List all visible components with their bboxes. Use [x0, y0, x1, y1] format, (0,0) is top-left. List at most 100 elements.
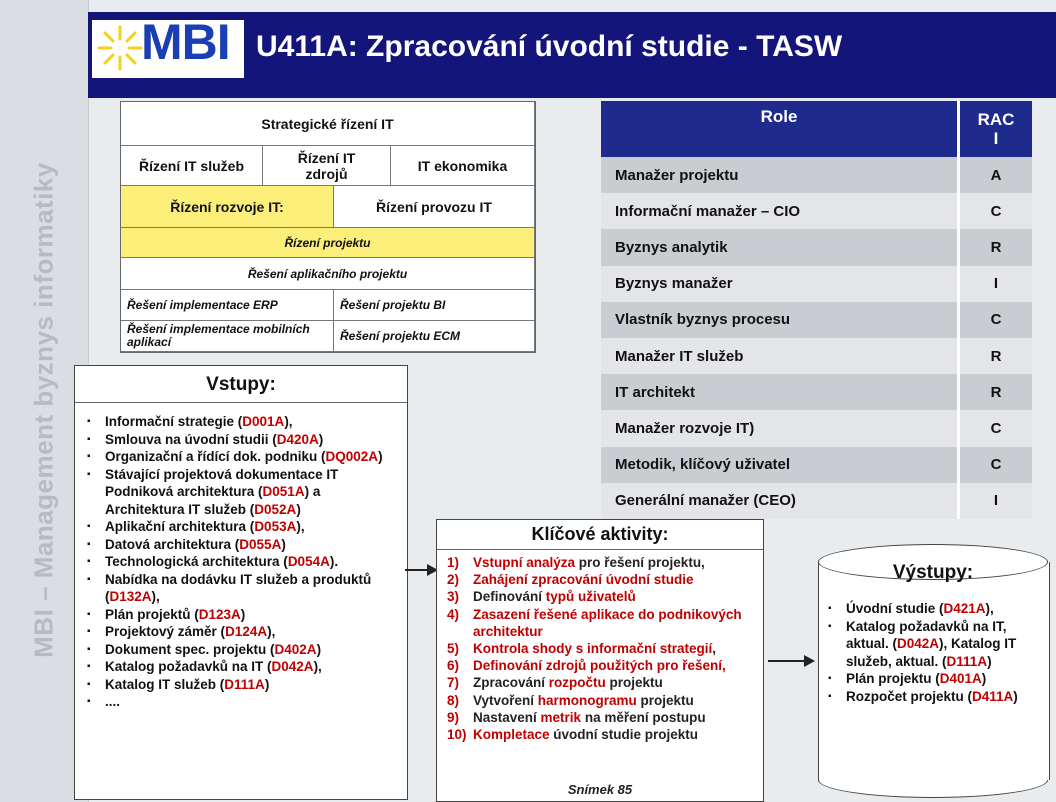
activity-number: 2): [447, 572, 460, 588]
document-code: D402A: [274, 641, 317, 657]
input-item: Informační strategie (D001A),: [87, 413, 395, 431]
input-item-text: ) a Architektura IT služeb (: [105, 484, 321, 517]
input-item: Aplikační architektura (D053A),: [87, 518, 395, 536]
input-item-text: Katalog požadavků na IT (: [105, 659, 272, 674]
title-bar: [88, 12, 1056, 98]
activity-highlight: harmonogramu: [537, 692, 637, 708]
activity-text: ,: [712, 641, 717, 657]
activity-text: Kompletace: [473, 727, 550, 743]
input-item-text: Organizační a řídící dok. podniku (: [105, 449, 326, 464]
grid-cell-bi: Řešení projektu BI: [334, 290, 535, 321]
activity-text: Zahájení zpracování úvodní studie: [473, 572, 694, 588]
raci-role-cell: Generální manažer (CEO): [601, 482, 957, 519]
key-activities-title: Klíčové aktivity:: [531, 524, 669, 544]
activity-item: 5)Kontrola shody s informační strategií,: [447, 640, 757, 657]
activity-text: pro řešení projektu,: [575, 555, 705, 570]
input-item-text: Datová architektura (: [105, 536, 240, 552]
inputs-title: Vstupy:: [206, 374, 276, 395]
input-item: Dokument spec. projektu (D402A): [87, 641, 395, 659]
document-code: D053A: [254, 519, 297, 534]
activity-highlight: typů uživatelů: [545, 589, 636, 605]
activity-text: Zasazení řešené aplikace do podnikových …: [473, 606, 742, 639]
raci-role-cell: Metodik, klíčový uživatel: [601, 446, 957, 483]
activity-number: 8): [447, 692, 460, 708]
input-item: Projektový záměr (D124A),: [87, 623, 395, 641]
input-item-text: ),: [284, 414, 293, 429]
activity-text: projektu: [605, 675, 663, 691]
grid-cell-project-management: Řízení projektu: [121, 228, 535, 258]
input-item: Datová architektura (D055A): [87, 536, 395, 554]
raci-role-cell: Manažer rozvoje IT): [601, 410, 957, 447]
input-item-text: ),: [296, 519, 305, 534]
raci-value-cell: I: [957, 482, 1032, 519]
activity-text: úvodní studie projektu: [549, 727, 699, 743]
activity-number: 4): [447, 606, 460, 622]
key-activities-box: Klíčové aktivity: 1)Vstupní analýza pro …: [436, 519, 764, 802]
input-item-text: Katalog IT služeb (: [105, 676, 225, 692]
activity-text: Zpracování: [473, 675, 549, 691]
inputs-list: Informační strategie (D001A),Smlouva na …: [87, 413, 395, 711]
input-item-text: ),: [267, 624, 276, 639]
input-item-text: Stávající projektová dokumentace IT Podn…: [105, 466, 339, 500]
output-item-text: ): [1013, 688, 1018, 704]
activity-text: Vstupní analýza: [473, 555, 576, 570]
activity-item: 4) Zasazení řešené aplikace do podnikovýc…: [447, 606, 757, 640]
document-code: D051A: [262, 484, 305, 499]
document-code: D055A: [239, 536, 282, 552]
input-item-text: ): [378, 449, 383, 464]
document-code: D132A: [109, 589, 152, 604]
sun-icon: [97, 25, 143, 71]
input-item: Smlouva na úvodní studii (D420A): [87, 431, 395, 449]
raci-value-cell: R: [957, 338, 1032, 375]
activity-text: na měření postupu: [581, 709, 706, 725]
page-title: U411A: Zpracování úvodní studie - TASW: [256, 30, 843, 63]
input-item: Stávající projektová dokumentace IT Podn…: [87, 466, 395, 519]
activity-item: 6)Definování zdrojů použitých pro řešení…: [447, 657, 757, 674]
input-item-text: ),: [151, 589, 160, 604]
document-code: DQ002A: [325, 449, 379, 464]
output-item-text: Úvodní studie (: [846, 601, 944, 616]
slide-number: Snímek 85: [567, 782, 633, 797]
input-item-text: ): [318, 431, 324, 447]
outputs-title: Výstupy:: [892, 562, 974, 583]
output-item-text: ): [987, 653, 992, 669]
grid-cell-erp: Řešení implementace ERP: [121, 290, 334, 321]
grid-cell-mobile: Řešení implementace mobilních aplikací: [121, 321, 334, 352]
output-item: Rozpočet projektu (D411A): [828, 688, 1042, 706]
grid-cell-it-economics: IT ekonomika: [391, 146, 535, 186]
input-item-text: ): [296, 501, 301, 517]
activity-text: Kontrola shody s informační strategií: [473, 641, 713, 657]
grid-cell-strategic: Strategické řízení IT: [121, 102, 535, 146]
logo: [92, 20, 244, 78]
activity-number: 7): [447, 675, 460, 691]
arrow-right-icon: [405, 564, 438, 576]
document-code: D052A: [254, 501, 297, 517]
output-item-text: Plán projektu (: [846, 671, 940, 686]
output-item-text: ), Katalog IT služeb, aktual. (: [846, 636, 1017, 669]
input-item: Nabídka na dodávku IT služeb a produktů …: [87, 571, 395, 606]
input-item-text: Technologická architektura (: [105, 554, 288, 569]
document-code: D042A: [271, 659, 314, 674]
document-code: D042A: [897, 636, 940, 651]
document-code: D421A: [943, 601, 986, 616]
inputs-box: Vstupy: Informační strategie (D001A),Sml…: [74, 365, 408, 800]
input-item: Technologická architektura (D054A).: [87, 553, 395, 571]
grid-cell-it-operations: Řízení provozu IT: [334, 186, 535, 228]
arrow-right-icon: [768, 655, 815, 667]
raci-role-cell: Vlastník byznys procesu: [601, 301, 957, 338]
raci-value-cell: C: [957, 410, 1032, 447]
raci-value-cell: C: [957, 301, 1032, 338]
raci-value-cell: R: [957, 229, 1032, 266]
input-item-text: ): [264, 676, 270, 692]
output-item-text: ): [981, 671, 987, 686]
sidebar-label: MBI – Management byznys informatiky: [28, 162, 59, 658]
output-item-text: ),: [985, 601, 994, 616]
input-item: Organizační a řídící dok. podniku (DQ002…: [87, 448, 395, 466]
activity-item: 8)Vytvoření harmonogramu projektu: [447, 692, 757, 709]
